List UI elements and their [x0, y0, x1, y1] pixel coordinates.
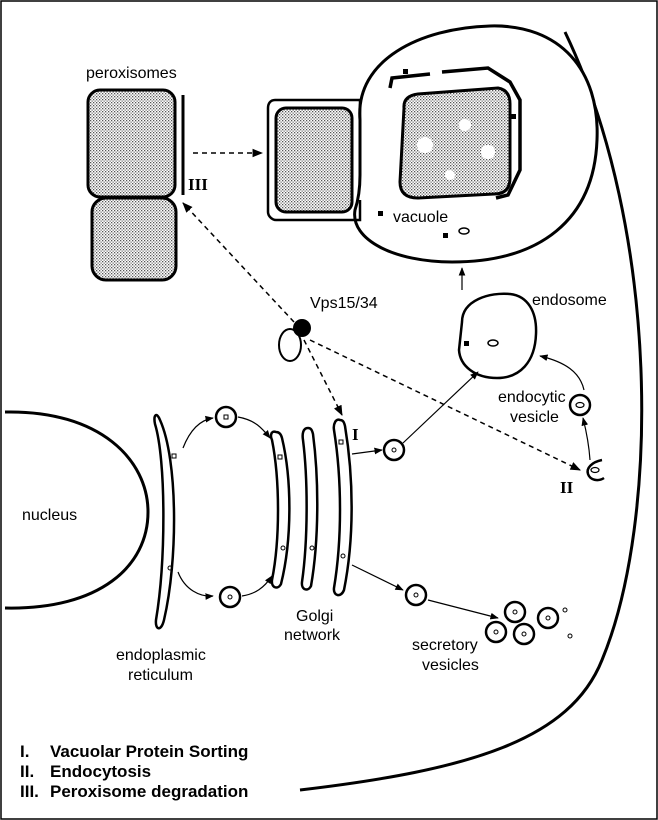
transport-vesicle-bottom	[220, 587, 240, 607]
pathway-II-label: II	[560, 478, 574, 497]
vps15-34-complex	[293, 319, 311, 337]
endocytic-label-line1: endocytic	[498, 389, 566, 406]
lumen-spot	[417, 137, 433, 153]
pathway-III-label: III	[188, 175, 208, 194]
peroxisome-bottom	[92, 198, 176, 280]
er-label-line1: endoplasmic	[116, 647, 206, 664]
secretory-vesicle	[486, 622, 506, 642]
arrow-endocytic-to-endosome	[540, 356, 584, 390]
fusing-peroxisome	[276, 108, 352, 212]
peroxisome-top	[88, 90, 175, 197]
degrading-peroxisome	[400, 88, 510, 198]
vps-transport-vesicle	[384, 440, 404, 460]
peroxisomes-label: peroxisomes	[86, 65, 177, 82]
legend-text-I: Vacuolar Protein Sorting	[50, 742, 248, 761]
golgi-label-line2: network	[284, 627, 341, 644]
arrow-golgi-to-vps-vesicle	[352, 450, 382, 454]
arrow-vesicle-to-golgi-bottom	[242, 576, 272, 596]
vacuole-label: vacuole	[393, 209, 448, 226]
arrow-secretory-to-membrane	[428, 600, 498, 618]
peroxisome-cluster	[88, 90, 183, 280]
legend: I. Vacuolar Protein Sorting II. Endocyto…	[20, 742, 248, 801]
legend-numeral-III: III.	[20, 782, 39, 801]
golgi-cisterna-2	[302, 428, 317, 589]
legend-text-III: Peroxisome degradation	[50, 782, 248, 801]
legend-text-II: Endocytosis	[50, 762, 151, 781]
endocytic-vesicle	[570, 395, 590, 415]
endocytic-label-line2: vesicle	[510, 409, 559, 426]
vps-label: Vps15/34	[310, 295, 378, 312]
secretory-label-line1: secretory	[412, 637, 478, 654]
cargo-marker	[172, 454, 176, 458]
plasma-membrane-invagination	[588, 460, 604, 480]
secretory-label-line2: vesicles	[422, 657, 479, 674]
legend-numeral-I: I.	[20, 742, 29, 761]
arrow-vesicle-to-endosome	[403, 372, 478, 443]
secretory-vesicle	[505, 602, 525, 622]
golgi-label-line1: Golgi	[296, 608, 333, 625]
arrow-invagination-to-endocytic	[583, 418, 590, 460]
golgi-cisterna-3	[334, 420, 352, 595]
secretory-vesicle	[514, 624, 534, 644]
pathway-I-label: I	[352, 425, 359, 444]
cargo-dot	[403, 69, 408, 74]
cargo-dot	[443, 233, 448, 238]
lumen-spot	[481, 145, 495, 159]
er-label-line2: reticulum	[128, 667, 193, 684]
nucleus-label: nucleus	[22, 507, 77, 524]
arrow-vesicle-to-golgi-top	[238, 417, 270, 438]
endosome-label: endosome	[532, 292, 607, 309]
arrow-er-to-vesicle-bottom	[178, 572, 213, 596]
secreted-cargo	[568, 634, 572, 638]
lumen-spot	[459, 119, 471, 131]
transport-vesicle-top	[216, 407, 236, 427]
secretory-vesicle	[538, 608, 558, 628]
legend-numeral-II: II.	[20, 762, 34, 781]
vacuole	[268, 26, 597, 262]
endosome	[459, 294, 536, 378]
arrow-er-to-vesicle-top	[183, 418, 213, 448]
endoplasmic-reticulum	[154, 415, 174, 628]
arrow-golgi-to-secretory	[352, 565, 403, 590]
secretory-vesicle	[406, 585, 426, 605]
cargo-dot	[464, 341, 469, 346]
lumen-spot	[445, 170, 455, 180]
cargo-dot	[511, 114, 516, 119]
cargo-dot	[378, 211, 383, 216]
secreted-cargo	[563, 608, 567, 612]
arrow-vps-to-golgi	[304, 340, 342, 415]
